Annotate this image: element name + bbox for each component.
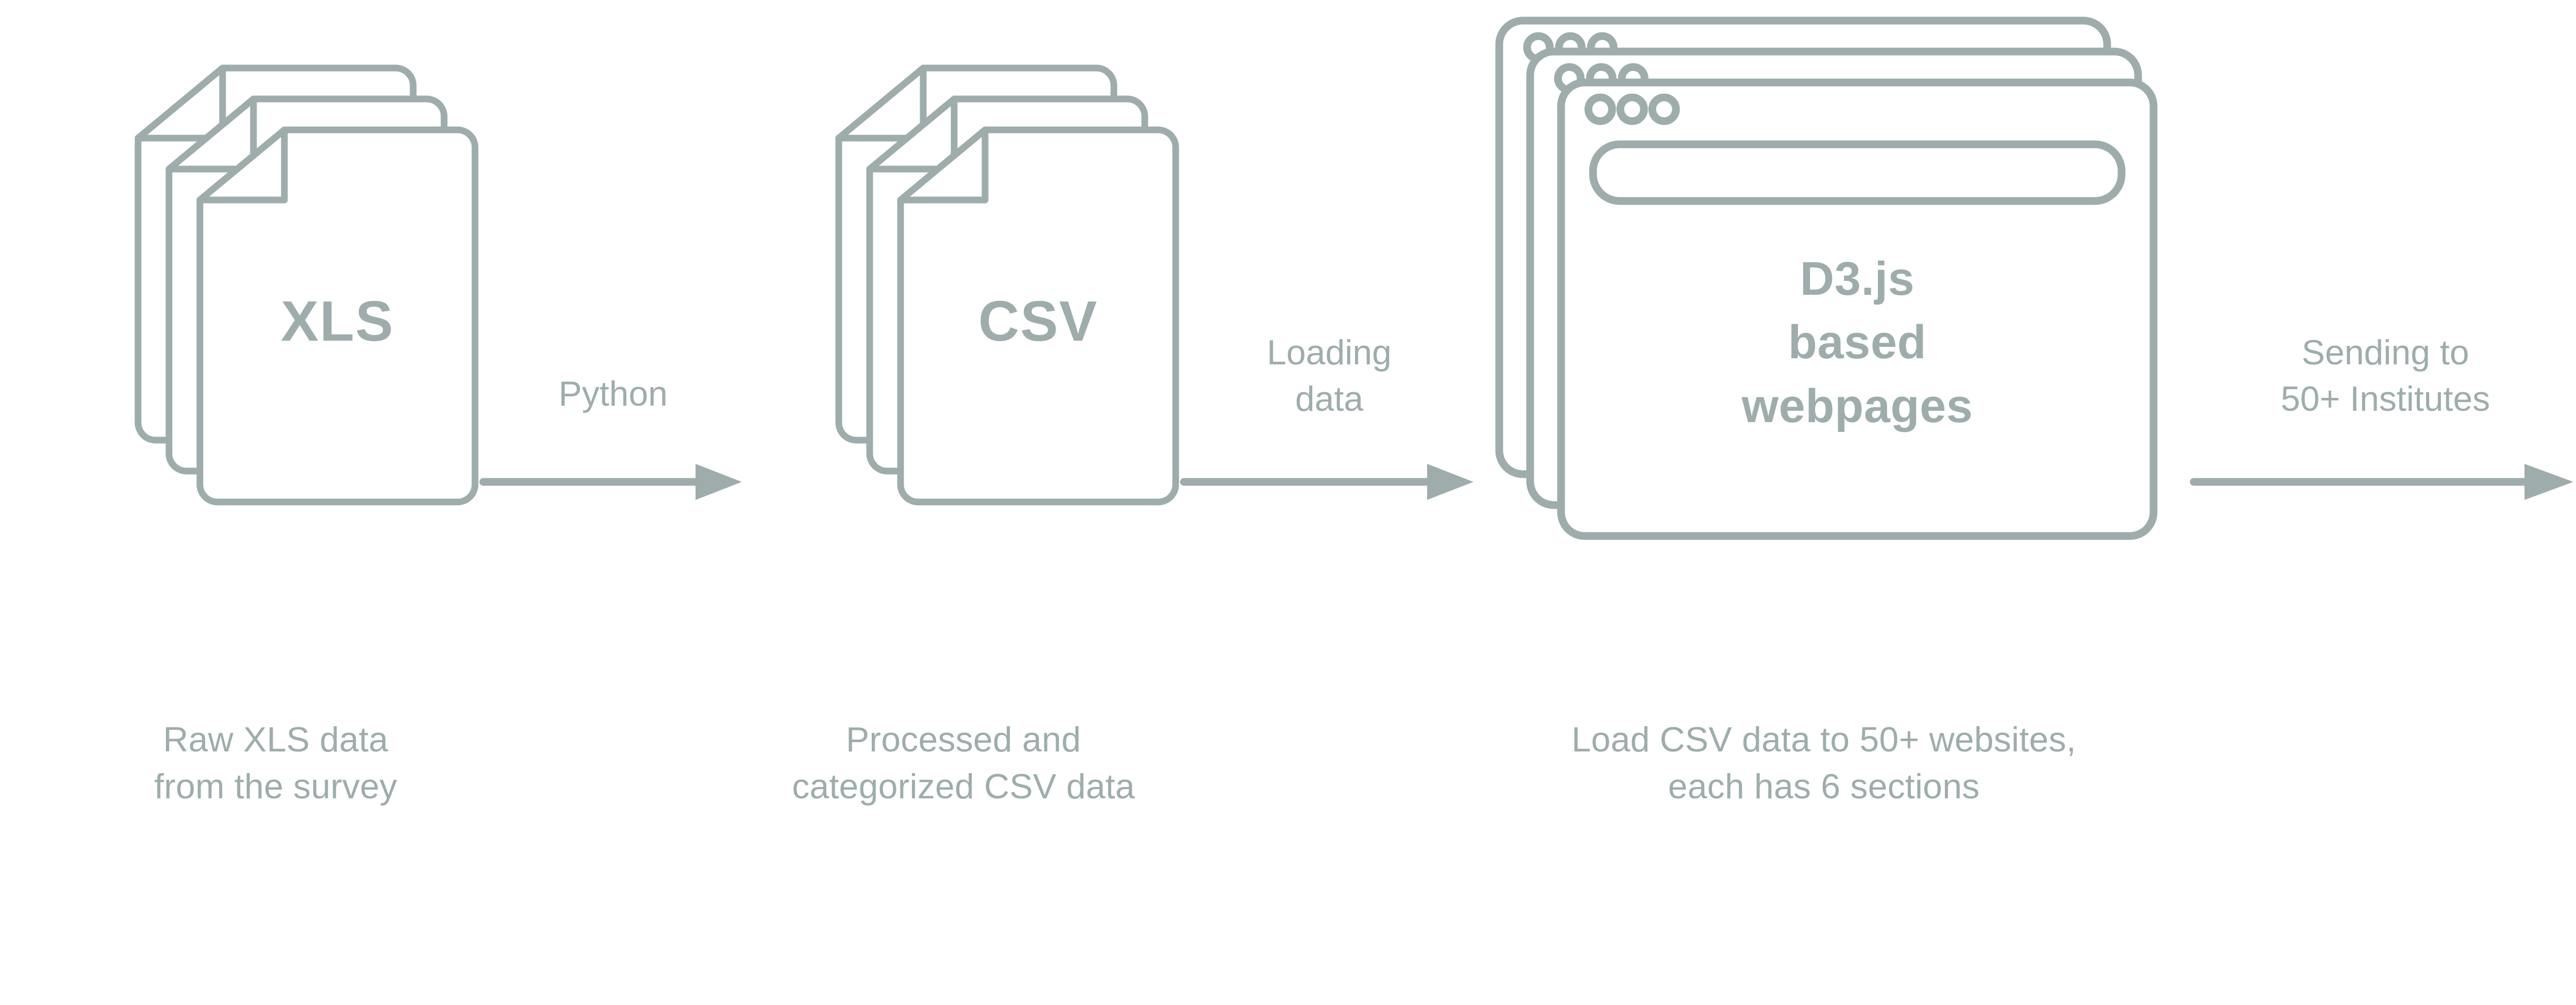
stage-csv: CSV Processed and categorized CSV data <box>762 0 1179 1005</box>
browser-window-stack-icon: D3.js based webpages <box>1484 0 2164 540</box>
stage-caption-webpages: Load CSV data to 50+ websites, each has … <box>1571 720 2076 807</box>
document-stack-icon-xls: XLS <box>62 0 479 515</box>
stage-caption-csv: Processed and categorized CSV data <box>792 720 1135 807</box>
file-type-badge-csv: CSV <box>978 290 1098 353</box>
arrow-sending-shape <box>2190 459 2576 505</box>
arrow-python-shape <box>479 459 747 505</box>
arrow-loading-data-shape <box>1180 459 1479 505</box>
file-type-badge-xls: XLS <box>281 290 394 353</box>
stage-xls: XLS Raw XLS data from the survey <box>62 0 479 1005</box>
document-stack-icon-csv: CSV <box>762 0 1179 515</box>
stage-caption-xls: Raw XLS data from the survey <box>154 720 397 807</box>
stage-webpages: D3.js based webpages Load CSV data to 50… <box>1484 0 2164 1005</box>
browser-content-badge: D3.js based webpages <box>1741 253 1973 432</box>
arrow-label-loading-data: Loading data <box>1266 333 1392 418</box>
arrow-label-python: Python <box>558 374 668 413</box>
arrow-label-sending: Sending to 50+ Institutes <box>2280 333 2490 418</box>
